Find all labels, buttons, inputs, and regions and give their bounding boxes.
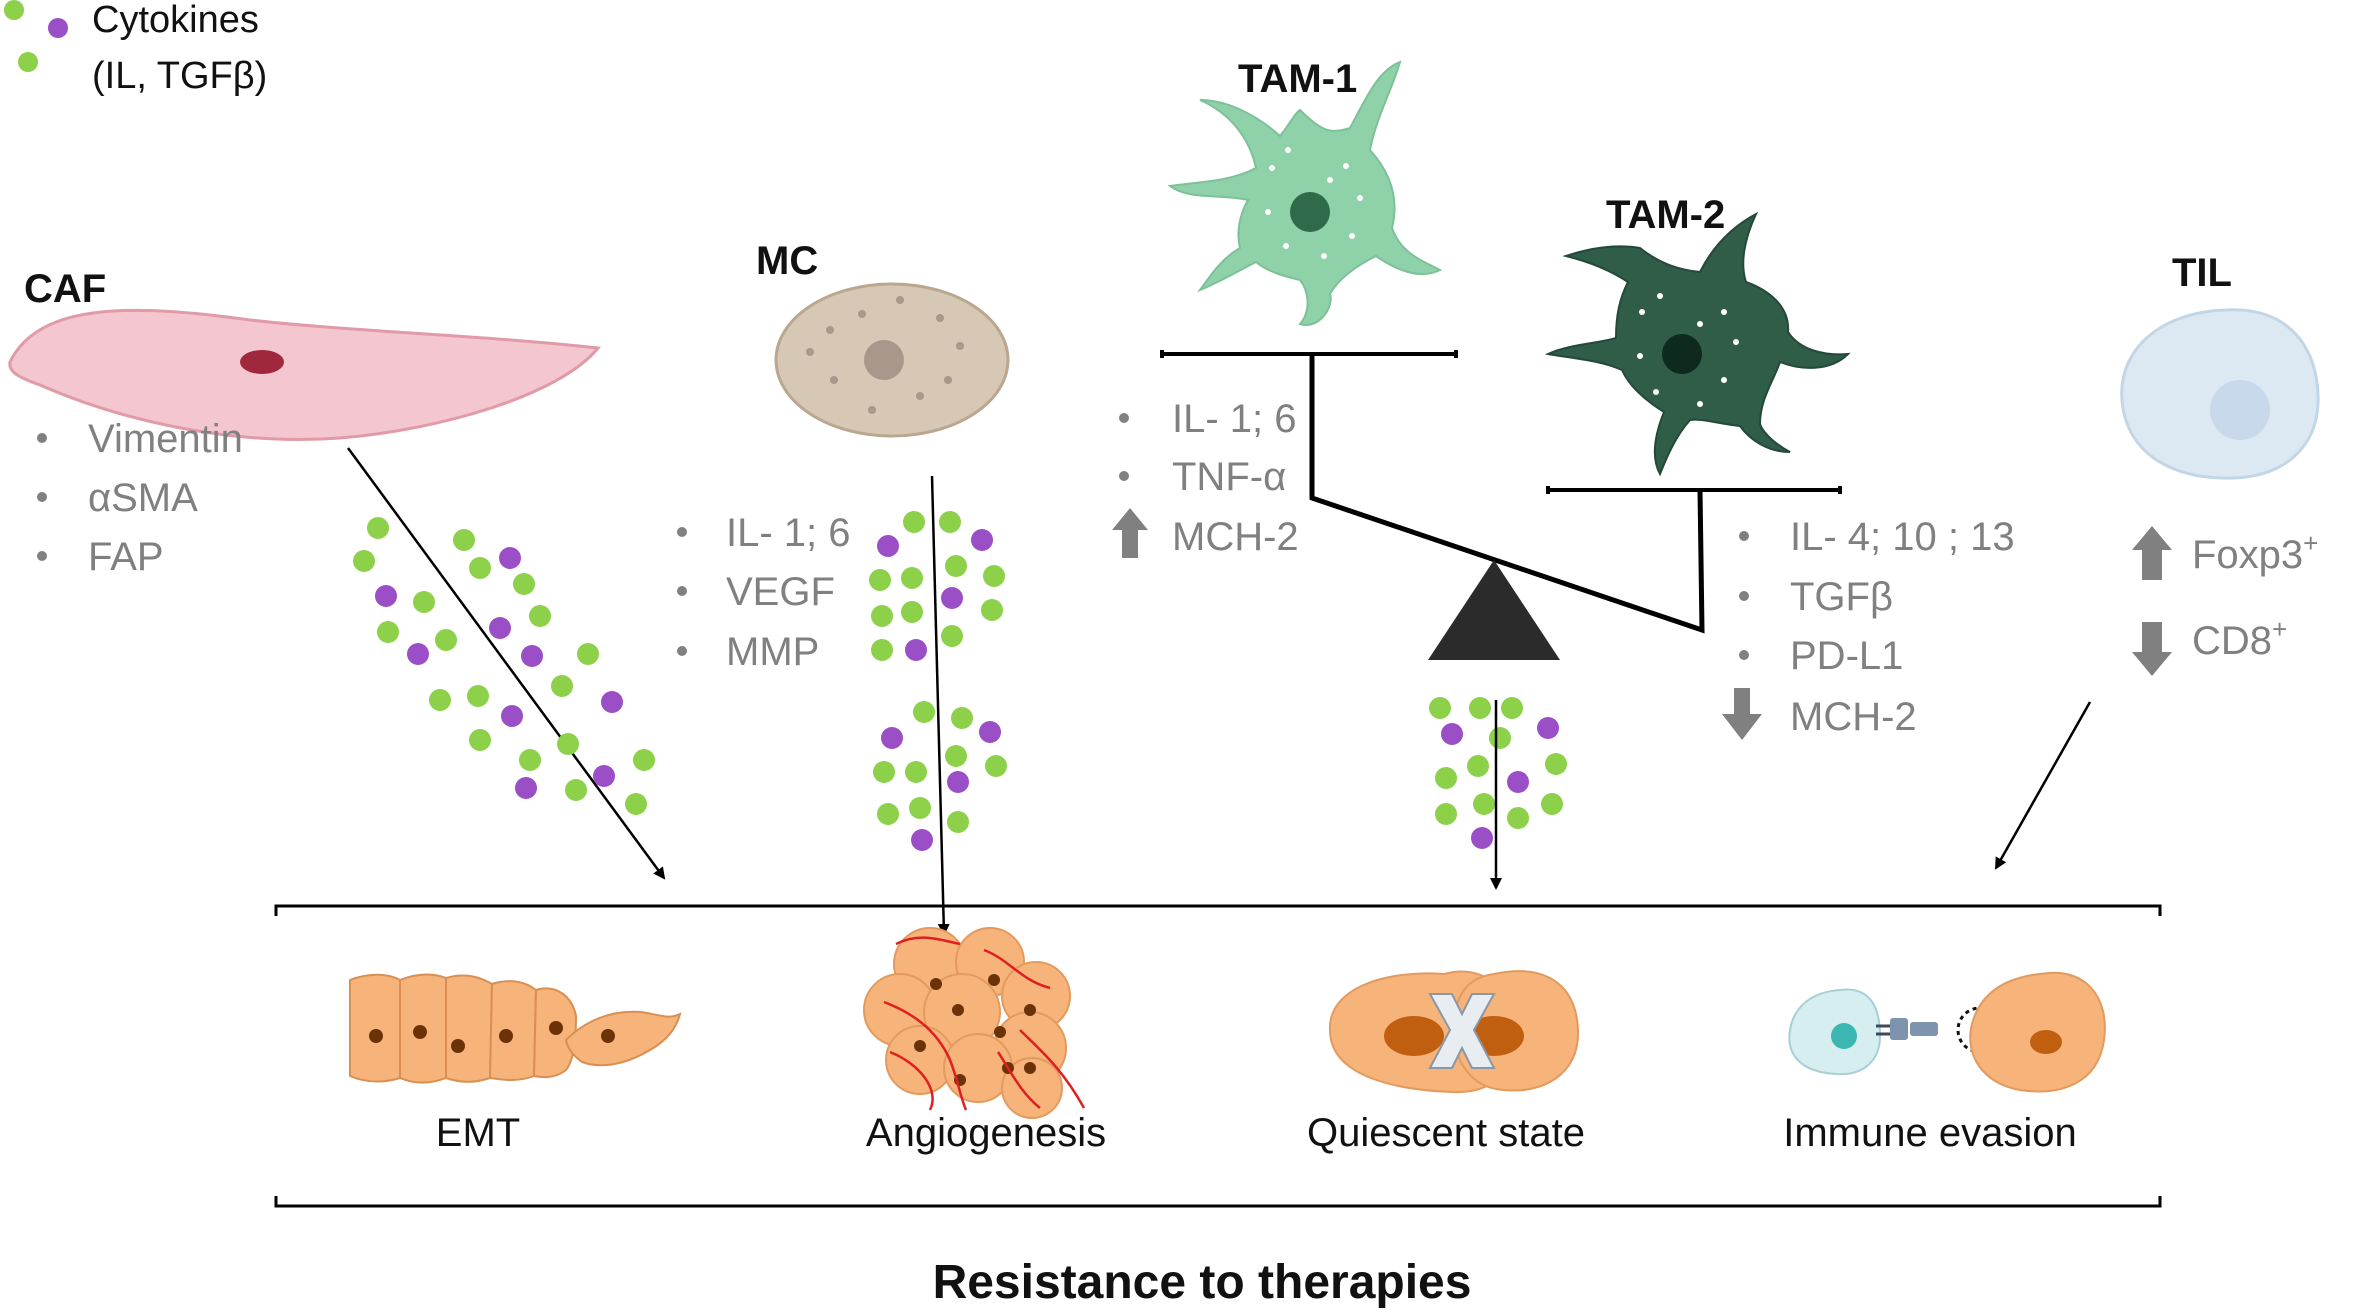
outcomes-top-bracket <box>274 904 2162 916</box>
caf-marker: αSMA <box>88 476 198 520</box>
mc-group: MC IL- 1; 6 VEGF MMP <box>677 239 1010 936</box>
receptor-ligand-icon <box>1910 1022 1938 1036</box>
tam1-marker: IL- 1; 6 <box>1172 397 1297 441</box>
til-up-marker: Foxp3+ <box>2192 528 2318 577</box>
tam-cytokine-cluster <box>1429 697 1567 849</box>
tam1-marker: TNF-α <box>1172 455 1286 499</box>
emt-outcome: EMT <box>349 973 682 1155</box>
tam2-arrow-marker: MCH-2 <box>1790 695 1917 739</box>
bullet-icon <box>677 646 687 656</box>
til-nucleus-icon <box>2210 380 2270 440</box>
mc-marker: MMP <box>726 630 819 674</box>
tam1-arrow-marker: MCH-2 <box>1172 515 1299 559</box>
mc-marker: IL- 1; 6 <box>726 511 851 555</box>
bullet-icon <box>1739 591 1749 601</box>
immune-til-nucleus-icon <box>1831 1023 1857 1049</box>
bullet-icon <box>1119 413 1129 423</box>
caf-to-emt-arrow <box>346 447 666 880</box>
mc-label: MC <box>756 239 818 283</box>
bullet-icon <box>37 551 47 561</box>
receptor-ligand-icon <box>1890 1018 1908 1040</box>
tumor-cluster-icon <box>863 927 1071 1119</box>
emt-label: EMT <box>436 1111 520 1155</box>
blocked-x-icon <box>1428 993 1496 1069</box>
bullet-icon <box>677 586 687 596</box>
til-down-marker: CD8+ <box>2192 614 2287 663</box>
tam2-bracket <box>1546 486 1842 494</box>
blood-vessels-icon <box>883 936 1086 1111</box>
bullet-icon <box>37 492 47 502</box>
tam2-group: TAM-2 <box>1544 193 1851 477</box>
legend-green-dot <box>4 0 24 20</box>
caf-markers: Vimentin αSMA FAP <box>37 417 243 579</box>
mc-granules <box>806 296 964 414</box>
tam1-bracket <box>1160 350 1458 358</box>
tam2-marker: PD-L1 <box>1790 634 1903 678</box>
caf-group: CAF Vimentin αSMA FAP <box>8 267 666 880</box>
caf-label: CAF <box>24 267 106 311</box>
tam1-speckles <box>1265 147 1363 259</box>
mc-cytokine-cluster <box>869 511 1007 851</box>
tam1-label: TAM-1 <box>1238 57 1357 101</box>
caf-marker: Vimentin <box>88 417 243 461</box>
legend-label: Cytokines <box>92 0 259 41</box>
outcomes-bracket <box>274 904 2162 1208</box>
outcomes-bottom-bracket <box>274 1196 2162 1208</box>
til-to-immune-arrow <box>1994 701 2092 870</box>
tam2-markers: IL- 4; 10 ; 13 TGFβ PD-L1 MCH-2 <box>1722 515 2015 740</box>
tam1-markers: IL- 1; 6 TNF-α MCH-2 <box>1112 397 1299 559</box>
immune-tumor-nucleus-icon <box>2030 1030 2062 1054</box>
tam2-marker: TGFβ <box>1790 575 1893 619</box>
bullet-icon <box>1119 471 1129 481</box>
mc-nucleus-icon <box>864 340 904 380</box>
emt-nuclei <box>369 1021 615 1053</box>
down-arrow-icon <box>2132 622 2172 676</box>
mc-marker: VEGF <box>726 570 835 614</box>
tam1-nucleus-icon <box>1290 192 1330 232</box>
up-arrow-icon <box>1112 508 1148 558</box>
angiogenesis-outcome: Angiogenesis <box>863 927 1106 1155</box>
mc-to-angiogenesis-arrow <box>930 475 950 936</box>
quiescent-label: Quiescent state <box>1307 1111 1585 1155</box>
bullet-icon <box>37 433 47 443</box>
emt-cells-icon <box>349 973 682 1084</box>
tam1-group: TAM-1 <box>1167 57 1443 326</box>
tam2-marker: IL- 4; 10 ; 13 <box>1790 515 2015 559</box>
scale-beam <box>1309 356 1705 634</box>
caf-cell-icon <box>8 308 601 441</box>
caf-cytokine-cluster <box>353 517 655 815</box>
tam2-nucleus-icon <box>1662 334 1702 374</box>
cytokine-legend: Cytokines (IL, TGFβ) <box>4 0 267 97</box>
til-group: TIL Foxp3+ CD8+ <box>1994 251 2320 870</box>
down-arrow-icon <box>1722 688 1762 740</box>
immune-label: Immune evasion <box>1783 1111 2076 1155</box>
tam-balance-scale <box>1160 350 1842 660</box>
legend-purple-dot <box>48 18 68 38</box>
legend-label-sub: (IL, TGFβ) <box>92 55 267 97</box>
angiogenesis-label: Angiogenesis <box>866 1111 1106 1155</box>
tam2-speckles <box>1637 293 1739 407</box>
up-arrow-icon <box>2132 526 2172 580</box>
scale-fulcrum-icon <box>1428 560 1560 660</box>
bullet-icon <box>677 527 687 537</box>
immune-evasion-outcome: Immune evasion <box>1783 971 2106 1155</box>
bullet-icon <box>1739 650 1749 660</box>
caf-marker: FAP <box>88 535 164 579</box>
legend-green-dot <box>18 52 38 72</box>
tam2-label: TAM-2 <box>1606 193 1725 237</box>
quiescent-nucleus-icon <box>1384 1016 1444 1056</box>
caf-nucleus-icon <box>240 350 284 374</box>
bullet-icon <box>1739 531 1749 541</box>
bottom-title: Resistance to therapies <box>933 1256 1472 1309</box>
mc-markers: IL- 1; 6 VEGF MMP <box>677 511 851 674</box>
til-label: TIL <box>2172 251 2232 295</box>
quiescent-outcome: Quiescent state <box>1307 970 1585 1155</box>
